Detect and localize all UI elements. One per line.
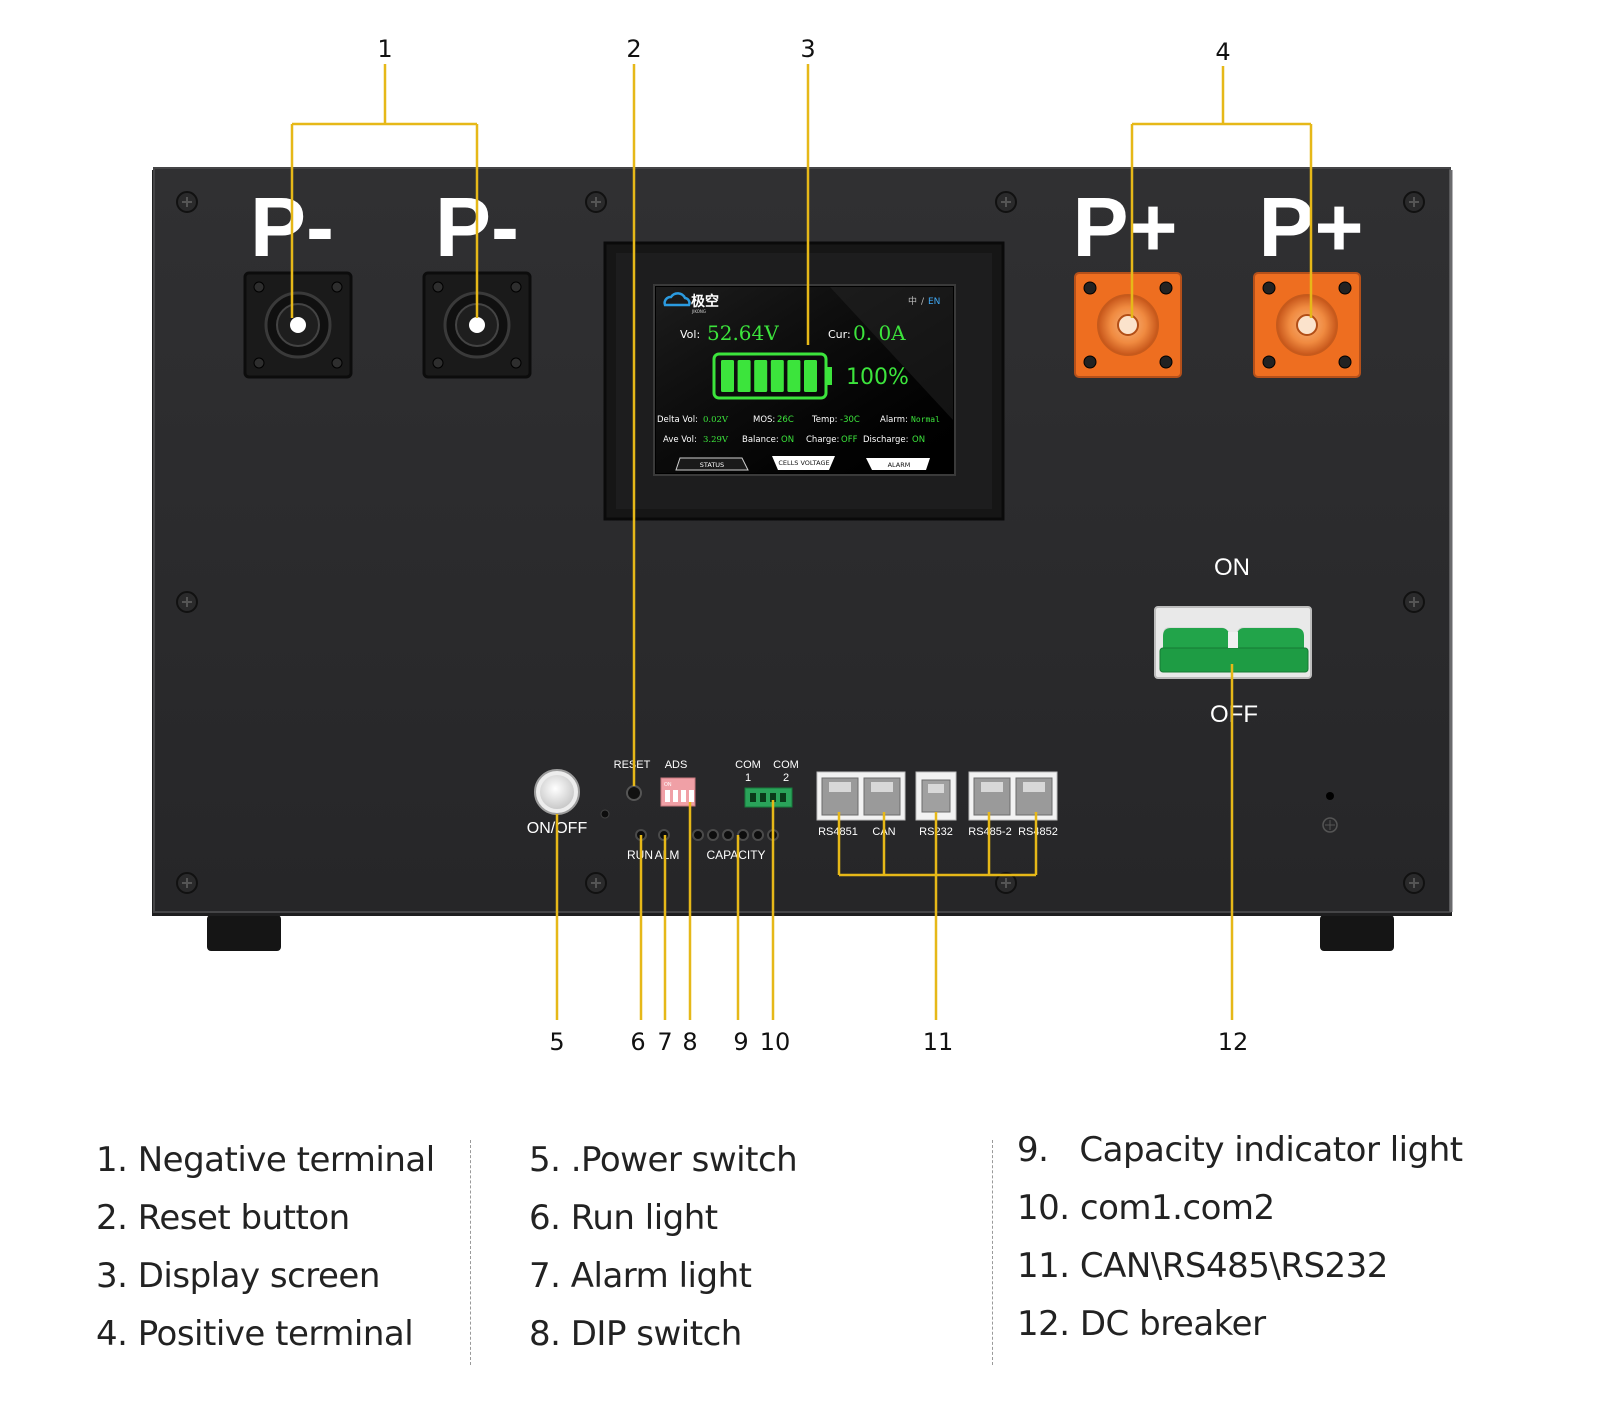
com2-label-line2: 2	[783, 772, 789, 784]
balance-value: ON	[781, 435, 794, 445]
reset-label: RESET	[614, 759, 651, 771]
charge-value: OFF	[841, 435, 858, 445]
delta-vol-value: 0.02V	[703, 415, 729, 425]
legend-item: 10. com1.com2	[1017, 1188, 1275, 1228]
discharge-value: ON	[912, 435, 925, 445]
com-terminal-block[interactable]	[744, 787, 793, 808]
battery-bar	[770, 360, 784, 392]
alarm-value: Normal	[911, 415, 940, 424]
tab-status[interactable]: STATUS	[700, 461, 724, 469]
legend-column-2: 5. .Power switch 6. Run light 7. Alarm l…	[529, 1131, 798, 1363]
port-label-rs4852: RS4852	[1018, 826, 1058, 838]
callout-number-11: 11	[923, 1028, 954, 1056]
dc-breaker[interactable]	[1154, 606, 1312, 679]
legend-column-3: 9. Capacity indicator light 10. com1.com…	[1017, 1121, 1463, 1353]
callout-number-2: 2	[626, 35, 641, 63]
legend-column-1: 1. Negative terminal 2. Reset button 3. …	[96, 1131, 435, 1363]
breaker-off-label: OFF	[1210, 701, 1258, 728]
soc-percent: 100%	[846, 365, 909, 390]
rj45-port-group-2[interactable]	[968, 771, 1058, 821]
screen-tabs	[675, 456, 930, 471]
legend-item: 12. DC breaker	[1017, 1304, 1266, 1344]
battery-bar	[754, 360, 768, 392]
legend-item: 3. Display screen	[96, 1256, 380, 1296]
delta-vol-label: Delta Vol:	[657, 415, 698, 425]
legend-item: 4. Positive terminal	[96, 1314, 414, 1354]
temp-value: -30C	[840, 415, 860, 425]
negative-terminal-2	[422, 271, 532, 379]
alarm-label: Alarm:	[880, 415, 908, 425]
legend-item: 9. Capacity indicator light	[1017, 1130, 1463, 1170]
tab-alarm[interactable]: ALARM	[888, 461, 911, 469]
legend-item: 8. DIP switch	[529, 1314, 742, 1354]
voltage-value: 52.64V	[707, 321, 779, 345]
ave-vol-label: Ave Vol:	[663, 435, 697, 445]
legend-item: 5. .Power switch	[529, 1140, 798, 1180]
capacity-leds	[692, 829, 779, 841]
discharge-label: Discharge:	[863, 435, 908, 445]
panel-screws	[176, 191, 1425, 894]
battery-bar	[787, 360, 801, 392]
legend-item: 1. Negative terminal	[96, 1140, 435, 1180]
power-switch[interactable]	[534, 769, 580, 815]
legend-item: 6. Run light	[529, 1198, 718, 1238]
legend-divider	[470, 1140, 471, 1365]
rj45-port-group-1[interactable]	[816, 771, 906, 821]
ground-point-icon	[1322, 792, 1338, 833]
com2-label-line1: COM	[773, 759, 799, 771]
mos-value: 26C	[777, 415, 794, 425]
callout-number-8: 8	[682, 1028, 697, 1056]
legend-item: 11. CAN\RS485\RS232	[1017, 1246, 1388, 1286]
reset-button[interactable]	[626, 785, 642, 801]
callout-number-1: 1	[377, 35, 392, 63]
callout-number-12: 12	[1218, 1028, 1249, 1056]
temp-label: Temp:	[811, 415, 838, 425]
dip-switch-on-text: ON	[664, 782, 672, 788]
ads-label: ADS	[665, 759, 688, 771]
alm-label: ALM	[655, 848, 680, 862]
callout-number-9: 9	[733, 1028, 748, 1056]
capacity-label: CAPACITY	[706, 848, 765, 862]
ave-vol-value: 3.29V	[703, 435, 729, 445]
language-en: EN	[928, 297, 940, 307]
dip-switch[interactable]	[660, 777, 696, 807]
legend-item: 7. Alarm light	[529, 1256, 752, 1296]
positive-terminal-label-1: P+	[1072, 180, 1177, 274]
balance-label: Balance:	[742, 435, 779, 445]
negative-terminal-1	[243, 271, 353, 379]
com1-label-line2: 1	[745, 772, 751, 784]
legend-divider	[992, 1140, 993, 1365]
callout-number-7: 7	[657, 1028, 672, 1056]
cloud-logo-icon	[663, 292, 691, 307]
callout-lines	[290, 64, 1313, 1020]
battery-feet	[207, 915, 1394, 951]
battery-bar	[721, 360, 734, 392]
battery-bar	[804, 360, 817, 392]
tab-cells-voltage[interactable]: CELLS VOLTAGE	[778, 459, 829, 467]
display-screen: 极空 JIKONG 中 / EN Vol: 52.64V Cur: 0. 0A …	[603, 241, 1005, 521]
current-value: 0. 0A	[853, 321, 906, 345]
charge-label: Charge:	[806, 435, 839, 445]
voltage-label: Vol:	[680, 328, 700, 341]
battery-bar	[737, 360, 751, 392]
language-separator: /	[921, 297, 925, 307]
indicator-dot	[600, 809, 610, 819]
legend-item: 2. Reset button	[96, 1198, 350, 1238]
current-label: Cur:	[828, 328, 851, 341]
callout-number-4: 4	[1215, 38, 1230, 66]
mos-label: MOS:	[753, 415, 775, 425]
callout-number-6: 6	[630, 1028, 645, 1056]
screen-brand-sub: JIKONG	[691, 309, 706, 314]
callout-number-5: 5	[549, 1028, 564, 1056]
positive-terminal-1	[1074, 272, 1182, 378]
breaker-on-label: ON	[1214, 554, 1250, 581]
language-cn: 中	[908, 295, 917, 307]
callout-number-10: 10	[760, 1028, 791, 1056]
battery-gauge-icon	[712, 352, 832, 400]
positive-terminal-2	[1253, 272, 1361, 378]
callout-number-3: 3	[800, 35, 815, 63]
com1-label-line1: COM	[735, 759, 761, 771]
screen-brand: 极空	[691, 293, 719, 310]
